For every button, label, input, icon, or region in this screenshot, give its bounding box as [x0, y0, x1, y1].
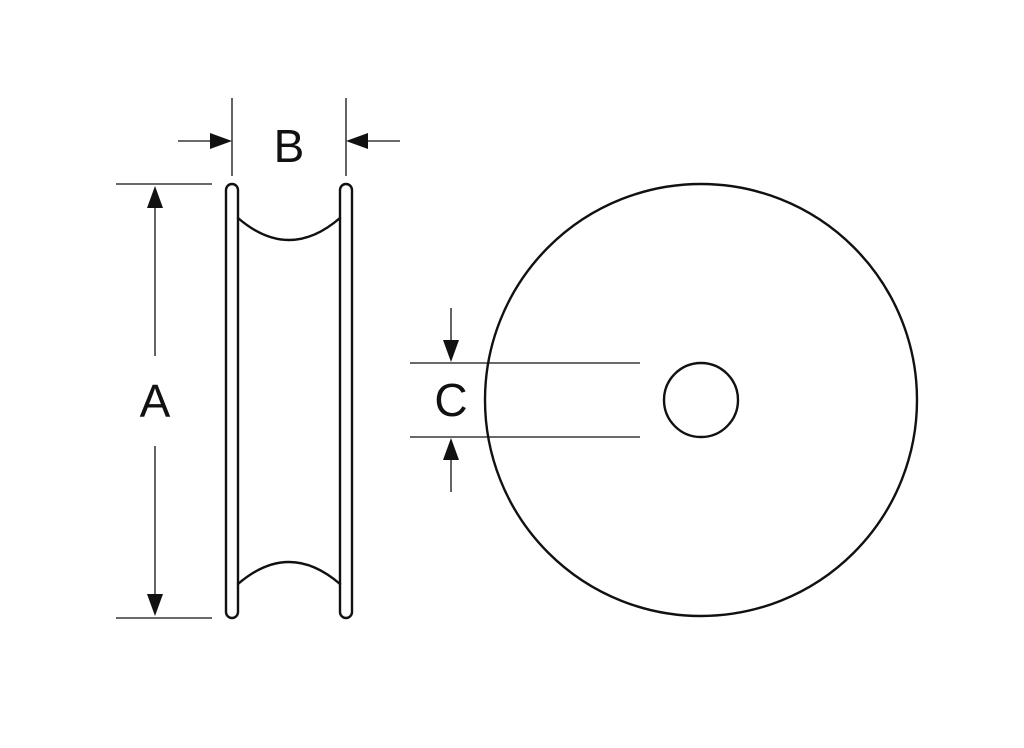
arrow-c-bottom [443, 438, 459, 460]
label-b: B [274, 120, 305, 172]
label-c: C [434, 374, 467, 426]
left-flange [224, 182, 240, 620]
arrow-b-left [210, 133, 232, 149]
right-flange [338, 182, 354, 620]
arrow-a-top [147, 186, 163, 208]
label-a: A [140, 375, 171, 427]
sheave-front-view [483, 182, 919, 618]
groove-top-curve [236, 216, 342, 242]
sheave-side-view [224, 182, 354, 620]
dimension-b: B [178, 98, 400, 176]
dimension-c: C [410, 308, 640, 492]
outer-disc [483, 182, 919, 618]
arrow-b-right [346, 133, 368, 149]
bore-hole [662, 361, 740, 439]
arrow-a-bottom [147, 594, 163, 616]
dimension-a: A [116, 183, 212, 619]
groove-bottom-curve [236, 560, 342, 586]
arrow-c-top [443, 340, 459, 362]
